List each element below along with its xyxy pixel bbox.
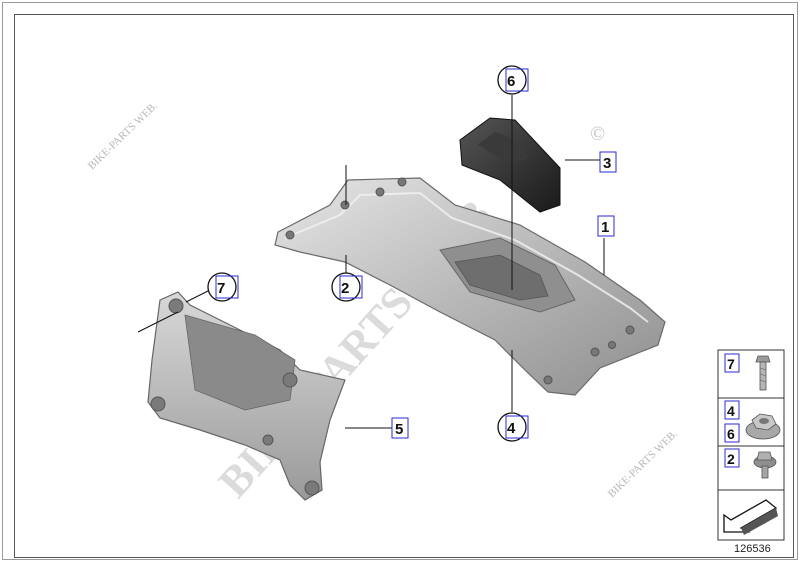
callout-4-label: 4: [507, 420, 516, 437]
hardware-legend: 7 4 6 2: [717, 349, 785, 541]
callout-2[interactable]: 2: [331, 272, 363, 302]
callout-3-label: 3: [603, 155, 611, 172]
watermark-copyright: ©: [590, 123, 605, 145]
watermark-small-top: BIKE-PARTS WEB.: [86, 100, 160, 172]
crossmember-part: [274, 177, 666, 396]
callout-7-label: 7: [217, 280, 225, 297]
callout-3[interactable]: 3: [599, 151, 617, 173]
callout-6[interactable]: 6: [497, 65, 529, 95]
legend-row3-label: 2: [727, 451, 735, 467]
orientation-arrow-icon: [723, 499, 778, 535]
legend-row-flange-bolt[interactable]: 2: [724, 448, 777, 479]
legend-row2b-label: 6: [727, 426, 735, 442]
legend-row2a-label: 4: [727, 403, 735, 419]
leader-lines: [137, 95, 605, 429]
callout-4[interactable]: 4: [497, 412, 529, 442]
nut-icon: [745, 413, 781, 440]
callout-2-label: 2: [341, 280, 349, 297]
callout-1[interactable]: 1: [597, 215, 615, 237]
legend-row-nut[interactable]: 4 6: [724, 400, 781, 443]
callout-5-label: 5: [395, 421, 403, 438]
bolt-icon: [755, 355, 771, 391]
watermark-small-bottom: BIKE-PARTS WEB.: [606, 428, 680, 500]
callout-7[interactable]: 7: [207, 272, 239, 302]
rubber-mount-part: [459, 117, 561, 213]
legend-row1-label: 7: [727, 356, 735, 372]
callout-5[interactable]: 5: [391, 417, 409, 439]
bracket-part: [147, 291, 346, 501]
diagram-code: 126536: [734, 543, 771, 555]
legend-row-bolt[interactable]: 7: [724, 353, 771, 391]
callout-1-label: 1: [601, 219, 609, 236]
flange-bolt-icon: [753, 451, 777, 479]
diagram-frame: [14, 14, 794, 558]
callout-6-label: 6: [507, 73, 515, 90]
